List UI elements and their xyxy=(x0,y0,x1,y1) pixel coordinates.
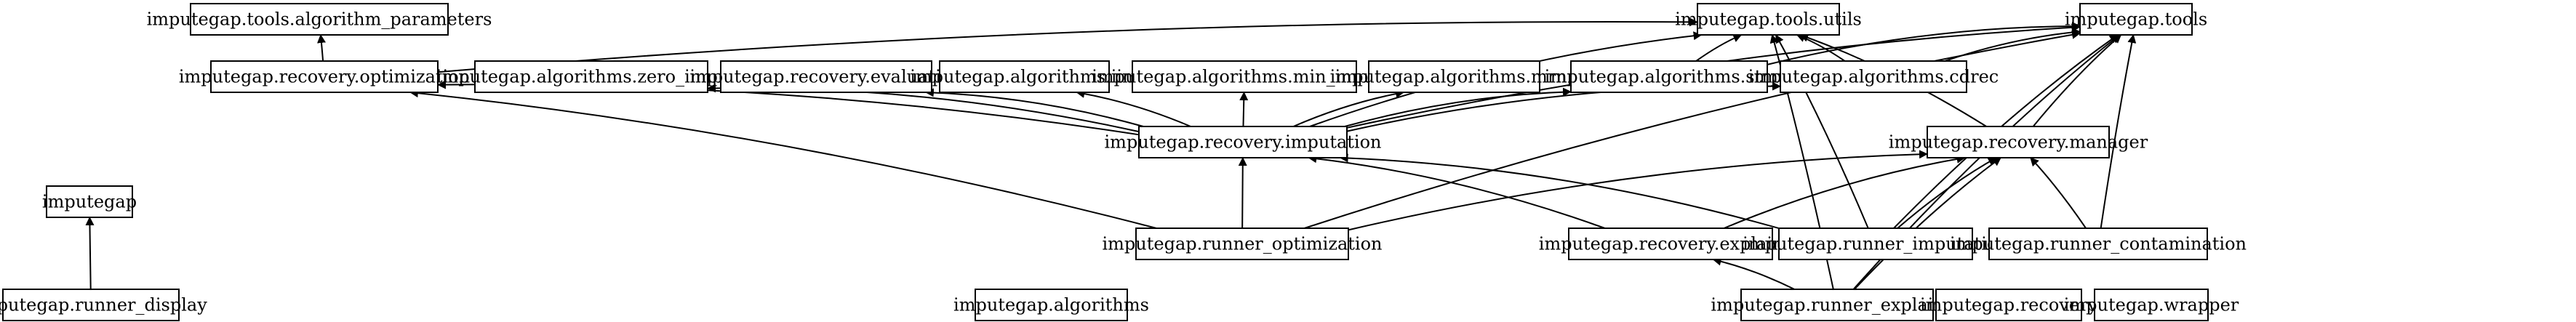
edge-runner_imputation-to-tools_utils xyxy=(1775,34,1869,229)
node-runner_display: imputegap.runner_display xyxy=(0,289,207,321)
node-min_impute: imputegap.algorithms.min_impute xyxy=(1092,60,1397,93)
node-tools_utils: imputegap.tools.utils xyxy=(1675,3,1862,36)
edge-recovery_imputation-to-iim xyxy=(1076,89,1191,127)
node-box xyxy=(474,60,708,93)
node-box xyxy=(939,60,1110,93)
edge-stmvl-to-tools_utils xyxy=(1695,33,1743,62)
edge-runner_optimization-to-tools xyxy=(1304,30,2081,229)
node-recovery_imputation: imputegap.recovery.imputation xyxy=(1105,126,1382,158)
node-wrapper: imputegap.wrapper xyxy=(2064,289,2239,321)
node-box xyxy=(1740,289,1934,321)
node-box xyxy=(2079,3,2193,36)
node-label: imputegap.algorithms.min_impute xyxy=(1092,67,1397,87)
edge-recovery_imputation-to-mrnn xyxy=(1293,89,1405,127)
node-label: imputegap.runner_contamination xyxy=(1950,234,2247,254)
node-label: imputegap.algorithms xyxy=(953,295,1149,315)
node-recovery_manager: imputegap.recovery.manager xyxy=(1889,126,2148,158)
node-label: imputegap.algorithms.zero_impute xyxy=(436,67,746,87)
edge-recovery_explainer-to-recovery_imputation xyxy=(1308,154,1606,229)
node-label: imputegap.algorithms.mrnn xyxy=(1330,67,1579,87)
node-box xyxy=(975,289,1128,321)
edge-runner_imputation-to-recovery_imputation xyxy=(1339,153,1780,230)
node-box xyxy=(1988,228,2208,260)
node-box xyxy=(210,60,439,93)
edge-runner_contamination-to-recovery_manager xyxy=(2030,157,2087,229)
edge-runner_optimization-to-recovery_imputation xyxy=(1238,157,1247,229)
node-box xyxy=(2,289,180,321)
node-label: imputegap.runner_display xyxy=(0,295,207,315)
node-label: imputegap.algorithms.iim xyxy=(910,67,1139,87)
node-runner_contamination: imputegap.runner_contamination xyxy=(1950,228,2247,260)
edge-runner_optimization-to-recovery_optimization xyxy=(409,89,1157,229)
node-label: imputegap.algorithms.stmvl xyxy=(1545,67,1793,87)
edge-recovery_manager-to-tools xyxy=(2032,34,2122,127)
edge-stmvl-to-tools xyxy=(1767,22,2081,65)
node-label: imputegap.tools.algorithm_parameters xyxy=(147,9,492,30)
node-box xyxy=(1927,126,2110,158)
node-label: imputegap.algorithms.cdrec xyxy=(1748,67,1999,87)
node-tools: imputegap.tools xyxy=(2065,3,2207,36)
node-label: imputegap.tools xyxy=(2065,9,2207,30)
node-box xyxy=(46,185,133,218)
node-label: imputegap.tools.utils xyxy=(1675,9,1862,30)
node-box xyxy=(1368,60,1540,93)
node-box xyxy=(2094,289,2209,321)
edge-recovery_imputation-to-min_impute xyxy=(1239,92,1249,127)
node-cdrec: imputegap.algorithms.cdrec xyxy=(1748,60,1999,93)
node-runner_explainer: imputegap.runner_explainer xyxy=(1711,289,1964,321)
node-box xyxy=(1132,60,1357,93)
edge-recovery_explainer-to-recovery_manager xyxy=(1724,154,1966,229)
node-recovery_evaluation: imputegap.recovery.evaluation xyxy=(689,60,963,93)
edge-runner_explainer-to-recovery_explainer xyxy=(1712,257,1795,290)
node-box xyxy=(1778,228,1973,260)
node-label: imputegap xyxy=(42,192,137,212)
node-recovery_explainer: imputegap.recovery.explainer xyxy=(1539,228,1803,260)
node-label: imputegap.recovery.manager xyxy=(1889,132,2148,153)
node-box xyxy=(1568,228,1773,260)
node-label: imputegap.recovery.imputation xyxy=(1105,132,1382,153)
node-algorithm_parameters: imputegap.tools.algorithm_parameters xyxy=(147,3,492,36)
edge-recovery_imputation-to-recovery_evaluation xyxy=(924,88,1144,127)
node-recovery_optimization: imputegap.recovery.optimization xyxy=(179,60,470,93)
edge-recovery_optimization-to-algorithm_parameters xyxy=(317,34,326,62)
node-box xyxy=(720,60,932,93)
edge-recovery_optimization-to-tools_utils xyxy=(437,17,1698,73)
node-box xyxy=(1780,60,1967,93)
node-box xyxy=(1697,3,1840,36)
node-algorithms: imputegap.algorithms xyxy=(953,289,1149,321)
node-label: imputegap.recovery xyxy=(1920,295,2098,315)
node-stmvl: imputegap.algorithms.stmvl xyxy=(1545,60,1793,93)
node-label: imputegap.recovery.optimization xyxy=(179,67,470,87)
node-box xyxy=(190,3,449,36)
node-label: imputegap.recovery.explainer xyxy=(1539,234,1803,254)
node-runner_imputation: imputegap.runner_imputation xyxy=(1743,228,2009,260)
node-box xyxy=(1138,126,1348,158)
edge-runner_optimization-to-recovery_manager xyxy=(1348,150,1928,231)
edge-recovery_imputation-to-stmvl xyxy=(1344,87,1572,127)
node-recovery: imputegap.recovery xyxy=(1920,289,2098,321)
edge-runner_imputation-to-tools xyxy=(1893,34,2119,229)
edge-runner_display-to-imputegap xyxy=(85,217,95,290)
edge-runner_contamination-to-tools xyxy=(2100,34,2137,229)
node-iim: imputegap.algorithms.iim xyxy=(910,60,1139,93)
node-box xyxy=(1935,289,2082,321)
node-mrnn: imputegap.algorithms.mrnn xyxy=(1330,60,1579,93)
node-box xyxy=(1135,228,1349,260)
node-label: imputegap.wrapper xyxy=(2064,295,2239,315)
node-label: imputegap.recovery.evaluation xyxy=(689,67,962,87)
node-imputegap: imputegap xyxy=(42,185,137,218)
node-label: imputegap.runner_optimization xyxy=(1102,234,1382,254)
edge-runner_explainer-to-recovery_manager xyxy=(1854,157,2001,290)
node-label: imputegap.runner_explainer xyxy=(1711,295,1964,315)
node-runner_optimization: imputegap.runner_optimization xyxy=(1102,228,1383,260)
node-box xyxy=(1570,60,1768,93)
node-label: imputegap.runner_imputation xyxy=(1743,234,2009,254)
node-zero_impute: imputegap.algorithms.zero_impute xyxy=(436,60,746,93)
